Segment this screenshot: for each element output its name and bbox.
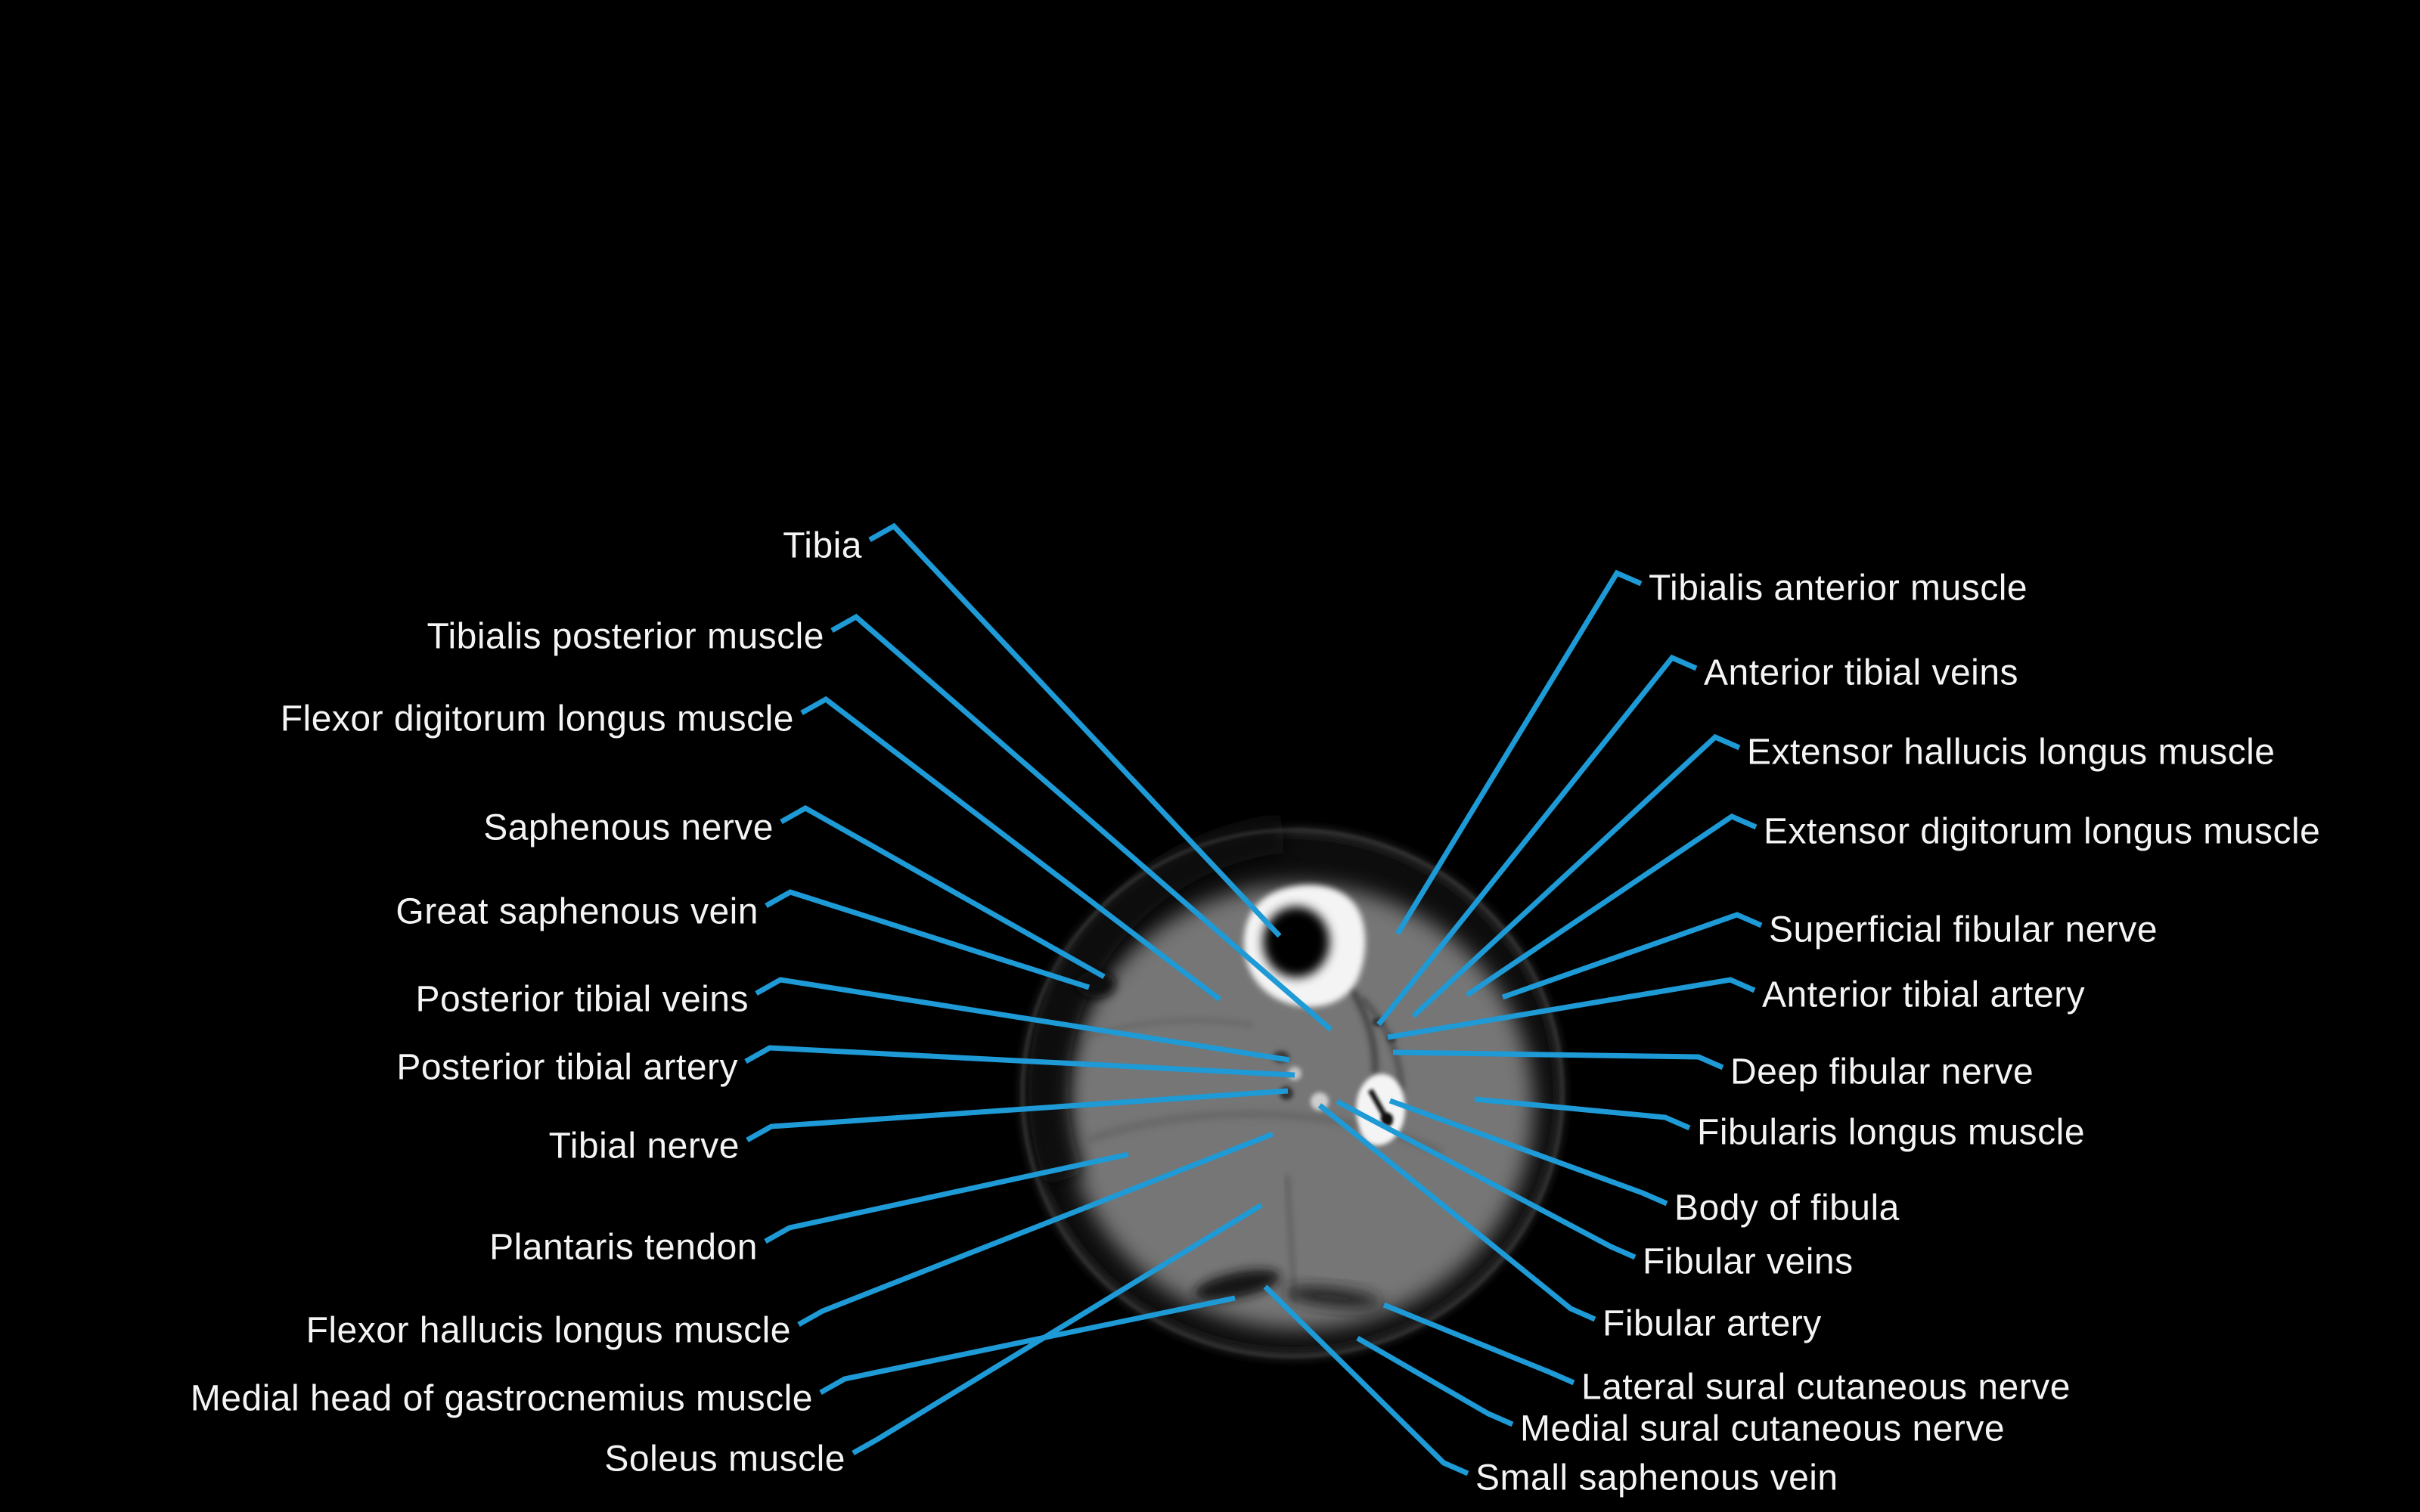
leader-line-tibialis-posterior-muscle (830, 613, 1333, 1032)
anatomy-label-flexor-hallucis-longus-muscle: Flexor hallucis longus muscle (306, 1311, 791, 1351)
tibia-medullary-cavity (1263, 906, 1329, 978)
leader-line-medial-head-of-gastrocnemius-muscle (819, 1295, 1236, 1396)
anatomy-label-tibial-nerve: Tibial nerve (549, 1126, 740, 1167)
leader-line-posterior-tibial-artery (744, 1045, 1295, 1078)
leader-line-plantaris-tendon (764, 1151, 1129, 1244)
anatomy-label-tibia: Tibia (783, 526, 862, 566)
anatomy-label-plantaris-tendon: Plantaris tendon (489, 1228, 758, 1268)
leader-line-small-saphenous-vein (1263, 1284, 1469, 1476)
anatomy-label-anterior-tibial-artery: Anterior tibial artery (1762, 975, 2085, 1015)
leader-line-anterior-tibial-veins (1376, 654, 1698, 1027)
anatomy-label-medial-sural-cutaneous-nerve: Medial sural cutaneous nerve (1520, 1409, 2005, 1449)
anatomy-label-medial-head-of-gastrocnemius-muscle: Medial head of gastrocnemius muscle (191, 1379, 813, 1419)
leader-lines (744, 522, 1763, 1476)
leader-line-extensor-hallucis-longus-muscle (1411, 733, 1741, 1018)
skin-outline (1021, 829, 1564, 1358)
anatomy-label-deep-fibular-nerve: Deep fibular nerve (1730, 1052, 2034, 1092)
leader-line-great-saphenous-vein (765, 889, 1091, 990)
leader-line-body-of-fibula (1388, 1098, 1668, 1207)
anatomy-label-lateral-sural-cutaneous-nerve: Lateral sural cutaneous nerve (1581, 1368, 2071, 1408)
leader-line-medial-sural-cutaneous-nerve (1356, 1335, 1514, 1427)
anatomy-label-saphenous-nerve: Saphenous nerve (483, 808, 774, 848)
leader-line-fibularis-longus-muscle (1474, 1096, 1691, 1131)
anatomy-label-tibialis-posterior-muscle: Tibialis posterior muscle (427, 617, 824, 657)
anatomy-label-anterior-tibial-veins: Anterior tibial veins (1704, 653, 2018, 693)
anatomy-label-body-of-fibula: Body of fibula (1674, 1188, 1900, 1228)
anatomy-label-tibialis-anterior-muscle: Tibialis anterior muscle (1649, 569, 2028, 609)
leader-line-fibular-veins (1336, 1098, 1637, 1260)
leader-line-posterior-tibial-veins (755, 977, 1290, 1063)
anatomy-label-fibular-veins: Fibular veins (1643, 1242, 1854, 1282)
anatomy-label-extensor-digitorum-longus-muscle: Extensor digitorum longus muscle (1764, 812, 2320, 852)
leader-line-superficial-fibular-nerve (1501, 912, 1763, 1000)
interosseous-membrane-shadow (1348, 985, 1379, 1074)
posterior-cleft-right (1284, 1286, 1381, 1309)
leg-muscle-mass (1065, 885, 1534, 1329)
leader-line-fibular-artery (1317, 1103, 1596, 1322)
anatomy-label-flexor-digitorum-longus-muscle: Flexor digitorum longus muscle (281, 699, 794, 739)
leader-line-saphenous-nerve (780, 804, 1106, 980)
anatomy-label-great-saphenous-vein: Great saphenous vein (396, 892, 759, 932)
fascia-midline (1285, 1174, 1297, 1304)
leader-line-lateral-sural-cutaneous-nerve (1382, 1302, 1575, 1386)
subcutaneous-shade-upper-left (1028, 813, 1286, 1187)
anatomy-label-soleus-muscle: Soleus muscle (604, 1439, 845, 1479)
leader-line-anterior-tibial-artery (1387, 977, 1756, 1040)
anatomy-label-superficial-fibular-nerve: Superficial fibular nerve (1769, 910, 2158, 950)
leader-line-flexor-digitorum-longus-muscle (800, 696, 1222, 1002)
posterior-cleft-left (1194, 1269, 1280, 1301)
leader-line-tibial-nerve (746, 1088, 1289, 1143)
anatomy-label-extensor-hallucis-longus-muscle: Extensor hallucis longus muscle (1747, 733, 2276, 773)
leader-line-tibialis-anterior-muscle (1395, 569, 1643, 935)
anatomy-label-fibular-artery: Fibular artery (1602, 1304, 1822, 1344)
anatomy-label-posterior-tibial-artery: Posterior tibial artery (396, 1048, 738, 1088)
leader-line-deep-fibular-nerve (1392, 1049, 1724, 1070)
leader-line-soleus-muscle (852, 1203, 1263, 1456)
medial-notch (1076, 971, 1115, 998)
leader-line-tibia (868, 522, 1282, 938)
anatomy-label-fibularis-longus-muscle: Fibularis longus muscle (1697, 1113, 2085, 1153)
leader-line-flexor-hallucis-longus-muscle (797, 1131, 1274, 1328)
anatomy-label-small-saphenous-vein: Small saphenous vein (1475, 1458, 1838, 1498)
fibula-cleft (1367, 1089, 1393, 1126)
anatomy-label-posterior-tibial-veins: Posterior tibial veins (415, 980, 749, 1020)
leader-line-extensor-digitorum-longus-muscle (1466, 813, 1758, 997)
